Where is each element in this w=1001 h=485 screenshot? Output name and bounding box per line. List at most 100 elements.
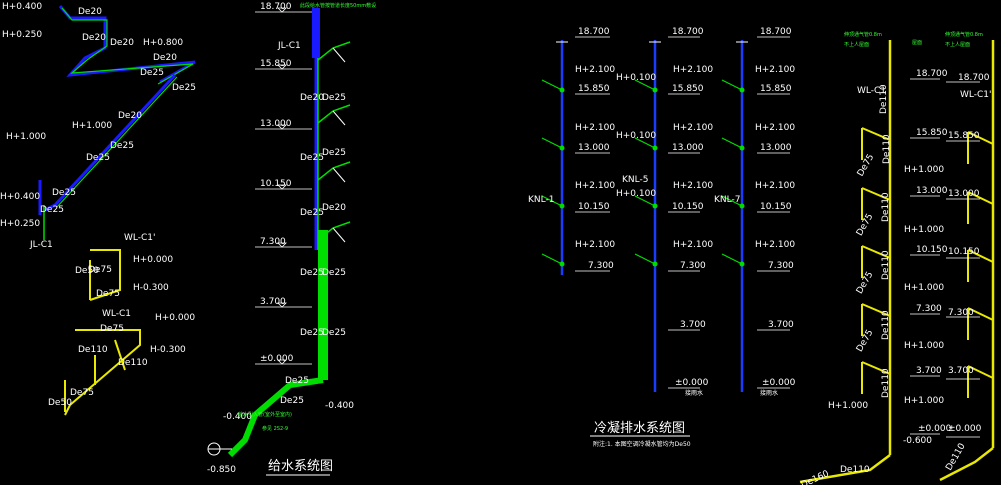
dr-elev-3b: 10.150 <box>948 247 980 257</box>
cd-off-b3: H+0.100 <box>616 189 656 199</box>
ld-size-0: De20 <box>78 7 102 17</box>
dr-size-8: De110 <box>881 310 891 340</box>
cd-elev-0a: 18.700 <box>578 27 610 37</box>
cd-elev-0b: 18.700 <box>672 27 704 37</box>
ws-level-mark-4 <box>277 242 287 248</box>
cd-node-2-2 <box>739 203 745 209</box>
ws-level-mark-2 <box>277 124 287 130</box>
ld-size-2: De20 <box>110 38 134 48</box>
ld-size-16: De110 <box>118 358 148 368</box>
cd-branch-2-1 <box>721 137 743 149</box>
ws-elev-8: -0.400 <box>223 412 252 422</box>
cd-off-b7: H+2.100 <box>673 240 713 250</box>
cd-node-2-0 <box>739 87 745 93</box>
cd-elev-2b: 13.000 <box>672 143 704 153</box>
dr-branch-a-2 <box>861 245 891 259</box>
cd-off-a3: H+2.100 <box>575 181 615 191</box>
dr-elev-4: 7.300 <box>916 304 942 314</box>
dr-elev-2b: 13.000 <box>948 189 980 199</box>
ld-label-9: WL-C1 <box>102 309 131 319</box>
cd-node-1-2 <box>652 203 658 209</box>
cd-node-2-1 <box>739 145 745 151</box>
ws-level-mark-3 <box>277 184 287 190</box>
ws-level-mark-5 <box>277 302 287 308</box>
ld-size-15: De75 <box>100 324 124 334</box>
cd-note: 附注:1. 本图空调冷凝水管均为De50 <box>593 440 691 448</box>
cd-off-b4: H+2.100 <box>673 65 713 75</box>
ws-elev-5: 3.700 <box>260 297 286 307</box>
dr-size-6: De110 <box>881 250 891 280</box>
cd-elev-2c: 13.000 <box>760 143 792 153</box>
drainage-branches <box>861 127 994 398</box>
cd-elev-1a: 15.850 <box>578 84 610 94</box>
left-branch-1 <box>89 249 121 301</box>
cd-node-0-3 <box>559 261 565 267</box>
ws-branch-valve-2 <box>332 167 346 183</box>
left-branch-2-stub2 <box>114 339 126 371</box>
cd-node-0-0 <box>559 87 565 93</box>
cd-off-a4: H+2.100 <box>575 240 615 250</box>
ld-size-18: De75 <box>70 388 94 398</box>
dr-top-note-1: 伸顶通气管0.8m <box>844 31 882 38</box>
dr-riser-label-1: WL-C1' <box>960 90 992 100</box>
left-detail-diagonal-green <box>56 76 178 208</box>
dr-elev-2: 13.000 <box>916 186 948 196</box>
ld-size-3: De20 <box>153 53 177 63</box>
cd-off-c4: H+2.100 <box>755 240 795 250</box>
ws-top-note: 此段给水管按管道长度50mm敷设 <box>300 2 376 9</box>
ws-level-lines <box>255 7 312 365</box>
ws-branch-1 <box>317 104 351 124</box>
dr-elev-7: -0.600 <box>903 436 932 446</box>
cd-off-a1: H+2.100 <box>575 65 615 75</box>
dr-off-3: H+1.000 <box>904 341 944 351</box>
dr-size-3: De75 <box>855 212 876 238</box>
condensate-level-lines <box>575 36 790 389</box>
dr-elev-1b: 15.850 <box>948 131 980 141</box>
left-detail-pipe-blue <box>58 5 196 84</box>
dr-elev-4b: 7.300 <box>948 308 974 318</box>
cd-off-a2: H+2.100 <box>575 123 615 133</box>
ld-size-12: De75 <box>88 265 112 275</box>
cd-node-1-1 <box>652 145 658 151</box>
drainage-level-lines <box>910 78 980 438</box>
dr-elev-8b: ±0.000 <box>948 424 982 434</box>
cd-elev-3c: 10.150 <box>760 202 792 212</box>
cd-elev-5c: 3.700 <box>768 320 794 330</box>
cd-branch-0-3 <box>541 253 563 265</box>
ws-size-10: De25 <box>285 376 309 386</box>
ld-size-11: De50 <box>75 266 99 276</box>
ld-size-7: De25 <box>110 141 134 151</box>
dr-size-2: De110 <box>882 134 892 164</box>
dr-elev-8: ±0.000 <box>918 424 952 434</box>
cd-node-0-2 <box>559 203 565 209</box>
cd-branch-1-2 <box>634 195 656 207</box>
ws-branch-valve-0 <box>332 47 346 63</box>
cd-off-b2: H+0.100 <box>616 131 656 141</box>
ws-size-2: De25 <box>300 153 324 163</box>
cd-branch-1-1 <box>634 137 656 149</box>
dr-size-7: De75 <box>855 328 876 354</box>
ws-level-mark-0 <box>277 7 287 13</box>
cd-title: 冷凝排水系统图 <box>594 420 685 436</box>
ld-label-7: JL-C1 <box>29 240 53 250</box>
dr-size-5: De75 <box>855 270 876 296</box>
dr-branch-a-1 <box>861 187 891 201</box>
cd-elev-4c: 7.300 <box>768 261 794 271</box>
cd-riser-label-0: KNL-1 <box>528 195 554 205</box>
ld-size-10: De25 <box>40 205 64 215</box>
cd-elev-2a: 13.000 <box>578 143 610 153</box>
dr-size-1: De75 <box>856 153 877 179</box>
cd-branch-0-1 <box>541 137 563 149</box>
dr-branch-b-4 <box>967 365 994 379</box>
ld-label-11: H-0.300 <box>133 283 169 293</box>
dr-elev-3: 10.150 <box>916 245 948 255</box>
dr-elev-5: 3.700 <box>916 366 942 376</box>
ld-size-4: De25 <box>140 68 164 78</box>
cd-branch-2-0 <box>721 79 743 91</box>
dr-branch-b-3 <box>967 307 994 321</box>
ws-level-mark-6 <box>277 359 287 365</box>
ws-size-9: De25 <box>322 328 346 338</box>
ws-elev-7: -0.400 <box>325 401 354 411</box>
